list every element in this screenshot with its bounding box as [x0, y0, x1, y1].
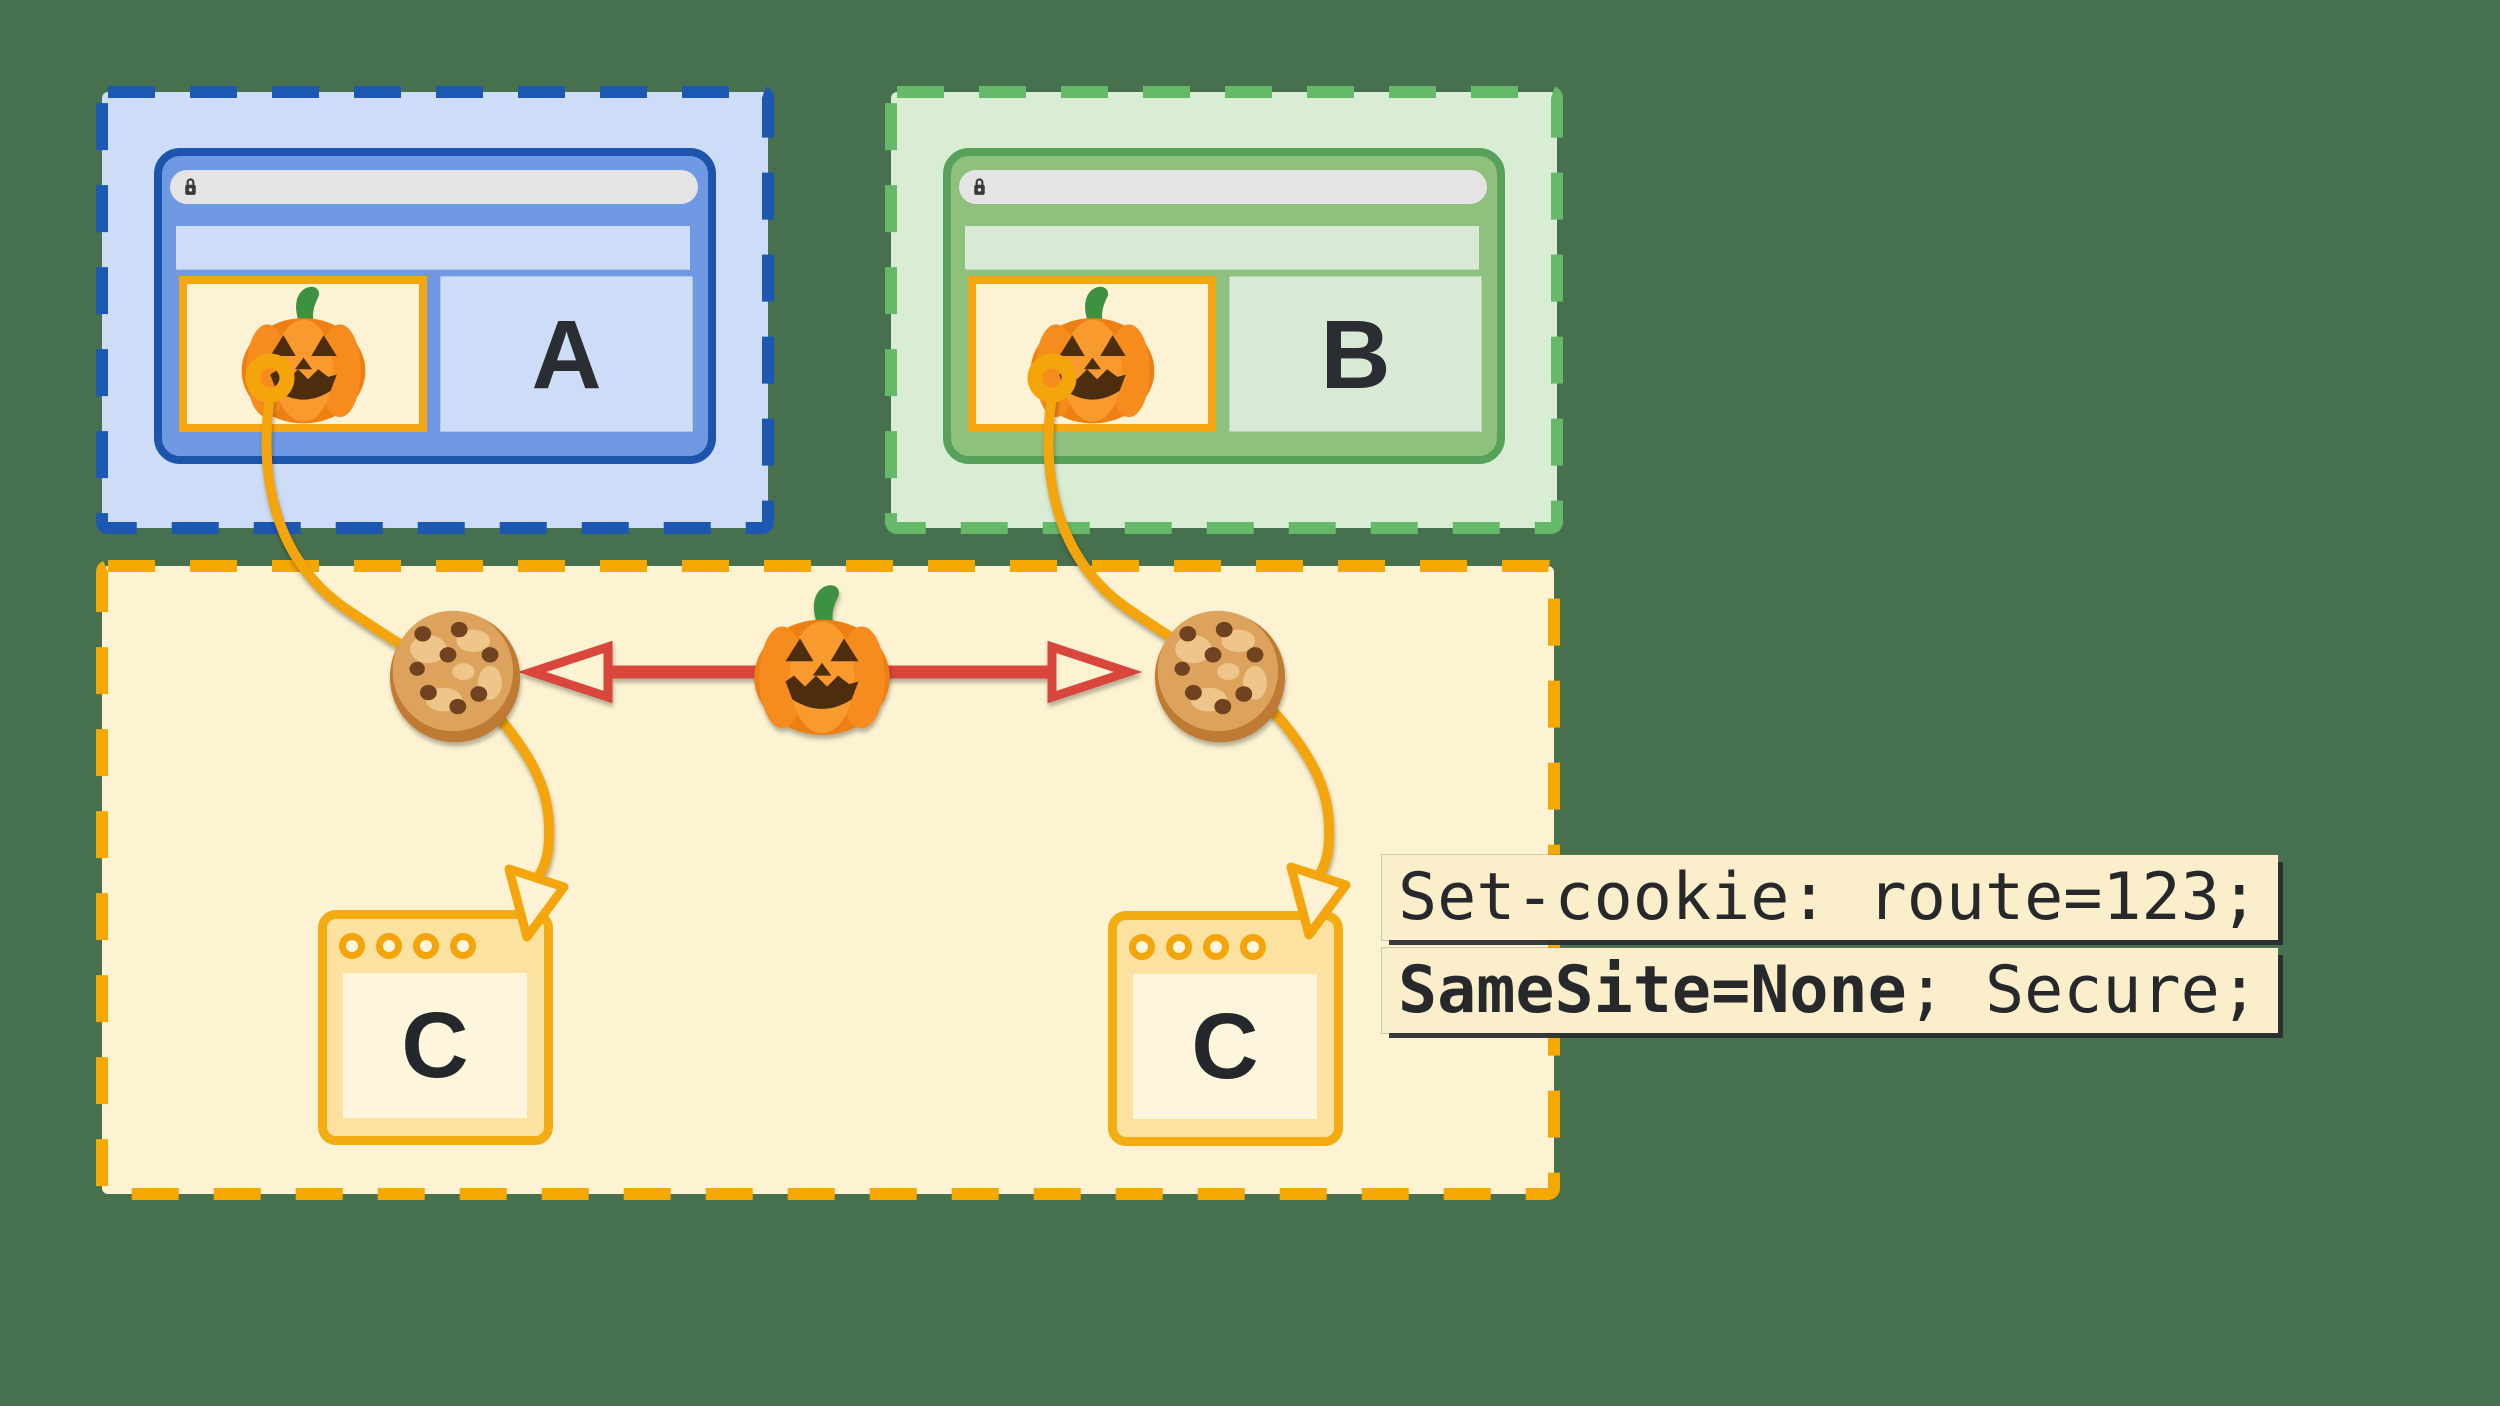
window-dots: [339, 933, 476, 959]
samesite-none-text: SameSite=None: [1398, 953, 1907, 1028]
flow-arrowhead-icon: [504, 864, 569, 942]
toolbar-b: [965, 226, 1479, 270]
window-dots: [1129, 934, 1266, 960]
toolbar-a: [176, 226, 690, 270]
jack-o-lantern-icon: [754, 585, 890, 735]
browser-window-b: B: [943, 148, 1505, 464]
url-bar-a: [170, 170, 698, 204]
site-a-label: A: [531, 299, 602, 409]
url-bar-b: [959, 170, 1487, 204]
third-party-window-left-content: C: [343, 973, 527, 1118]
site-b-content-box: B: [1229, 276, 1482, 432]
third-party-left-label: C: [401, 993, 469, 1097]
embedded-iframe-a: [179, 276, 427, 432]
cookie-icon: [1154, 610, 1286, 743]
third-party-window-right-content: C: [1133, 974, 1317, 1119]
set-cookie-text: Set-cookie: route=123;: [1398, 860, 2259, 935]
set-cookie-header-line-2: SameSite=None; Secure;: [1382, 948, 2278, 1033]
third-party-right-label: C: [1191, 994, 1259, 1098]
cookie-icon: [389, 610, 521, 743]
browser-window-a: A: [154, 148, 716, 464]
site-a-content-box: A: [440, 276, 693, 432]
set-cookie-header-line-1: Set-cookie: route=123;: [1382, 855, 2278, 940]
embedded-iframe-b: [968, 276, 1216, 432]
secure-text: ; Secure;: [1906, 953, 2259, 1028]
anchor-ring-icon: [1027, 353, 1077, 403]
third-party-window-left: C: [318, 910, 553, 1145]
site-b-label: B: [1320, 299, 1391, 409]
flow-arrowhead-icon: [1286, 862, 1351, 940]
anchor-ring-icon: [245, 353, 295, 403]
third-party-window-right: C: [1108, 911, 1343, 1146]
